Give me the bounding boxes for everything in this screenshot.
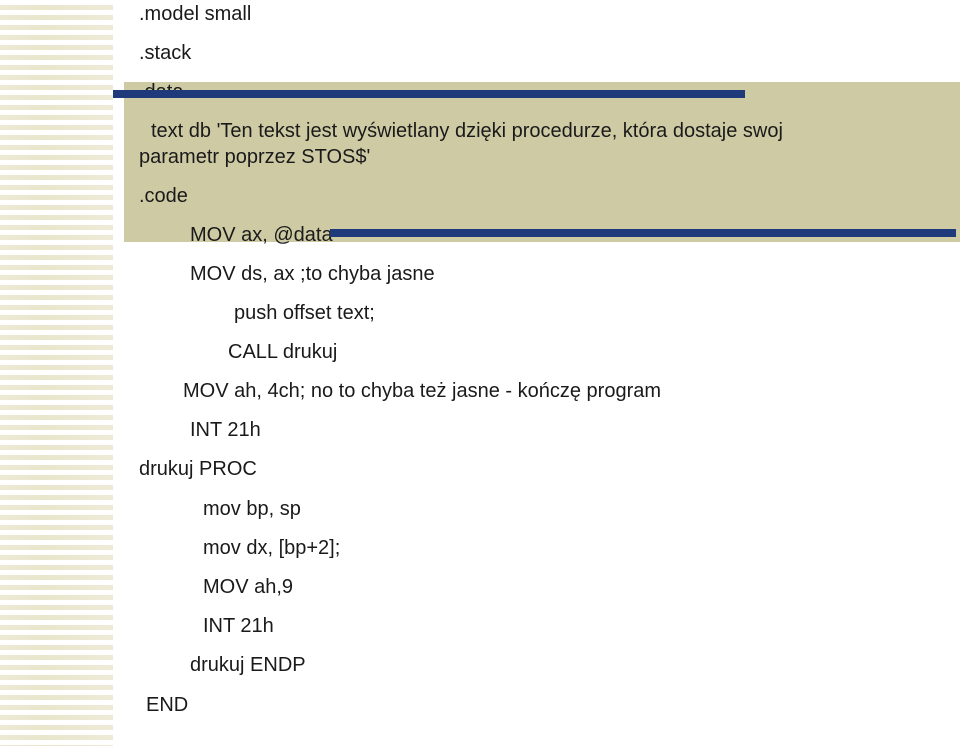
code-line-text-db: text db 'Ten tekst jest wyświetlany dzię…	[151, 120, 783, 142]
code-line-stack: .stack	[139, 42, 192, 64]
striped-margin-decoration	[0, 0, 113, 746]
code-line-model: .model small	[139, 3, 252, 25]
code-line-int-21h-proc: INT 21h	[203, 615, 274, 637]
code-line-proc: drukuj PROC	[139, 458, 257, 480]
divider-bar-top	[113, 90, 745, 98]
code-line-push: push offset text;	[234, 302, 375, 324]
code-line-endp: drukuj ENDP	[190, 654, 306, 676]
code-line-end: END	[146, 694, 189, 716]
code-line-mov-bp: mov bp, sp	[203, 498, 301, 520]
code-line-text-db-cont: parametr poprzez STOS$'	[139, 146, 371, 168]
code-line-int-21h: INT 21h	[190, 419, 261, 441]
code-line-mov-ah-9: MOV ah,9	[203, 576, 294, 598]
highlight-box	[124, 82, 960, 242]
code-line-mov-ax-data: MOV ax, @data	[190, 224, 333, 246]
code-line-mov-ah-4ch: MOV ah, 4ch; no to chyba też jasne - koń…	[183, 380, 662, 402]
code-line-mov-dx: mov dx, [bp+2];	[203, 537, 341, 559]
code-line-call: CALL drukuj	[228, 341, 338, 363]
divider-bar-bottom	[330, 229, 956, 237]
code-line-mov-ds: MOV ds, ax ;to chyba jasne	[190, 263, 435, 285]
code-line-code: .code	[139, 185, 188, 207]
